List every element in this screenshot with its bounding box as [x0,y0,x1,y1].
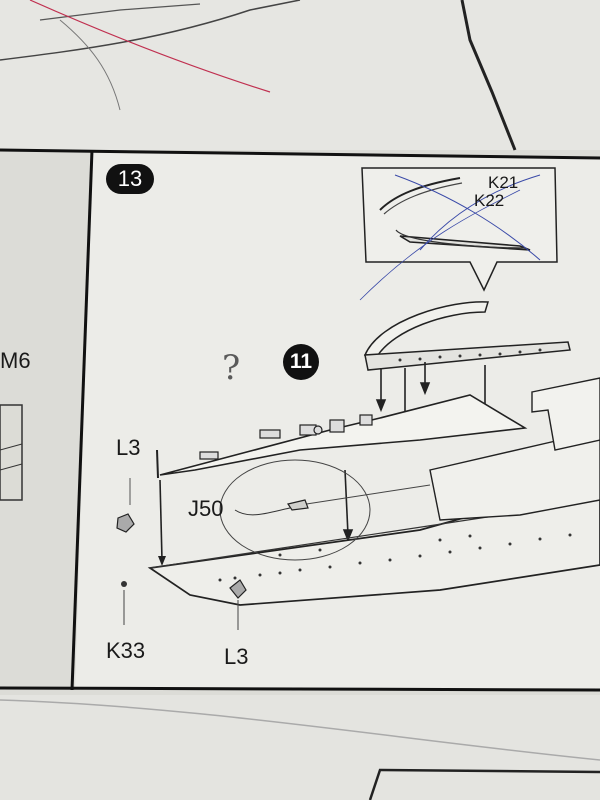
top-ship-sketch-deck [39,3,201,21]
handwritten-question-mark: ? [222,348,241,388]
part-label-l3-left: L3 [116,435,141,460]
shield-part-band [364,341,571,371]
inset-part-k21-inner [383,182,463,215]
shield-part [363,301,489,356]
blue-pen-line-inset [394,174,541,261]
m6-part-edge [0,404,23,501]
top-sheet-fold [460,0,517,151]
inset-part-k22-curve [395,229,527,249]
m6-part-stripe [0,443,23,451]
blue-pen-line-inset-2 [419,174,541,251]
hull-connector-line [299,484,431,506]
j50-bracket [219,459,371,561]
bottom-sheet [0,695,600,800]
panel-border-top [0,148,600,160]
part-label-k33: K33 [106,638,146,663]
l3-left-arrow [159,479,163,561]
detail-inset-box [361,167,558,292]
red-pen-line-top [29,0,271,93]
l3-bottom-part [229,579,247,599]
panel-border-left [70,149,94,691]
j50-leader [234,507,291,516]
blue-pen-line-long [359,189,521,301]
reference-step-badge: 11 [283,344,319,380]
deck-mast-left [156,449,159,479]
inset-part-k21 [379,177,461,211]
panel-border-bottom [0,686,600,692]
l3-left-arrowhead [158,556,166,566]
m6-part-stripe-2 [0,463,23,471]
part-label-k22: K22 [474,191,505,210]
part-label-l3-bottom: L3 [224,644,249,669]
bottom-sheet-fold [368,768,600,800]
part-label-j50: J50 [188,496,224,521]
step-number-badge: 13 [106,164,154,194]
upper-deck-part [159,394,528,476]
k33-part [121,581,127,587]
shield-rivets [398,348,542,362]
j50-part [287,499,309,511]
grey-pen-line-top [59,19,121,111]
part-label-m6: M6 [0,348,31,373]
bridge-block [531,377,600,451]
top-sheet [0,0,600,150]
deck-fittings [199,414,373,460]
part-label-k21: K21 [488,173,519,192]
portholes [218,533,572,582]
l3-left-part [116,513,135,533]
bottom-sheet-curl [0,699,600,761]
